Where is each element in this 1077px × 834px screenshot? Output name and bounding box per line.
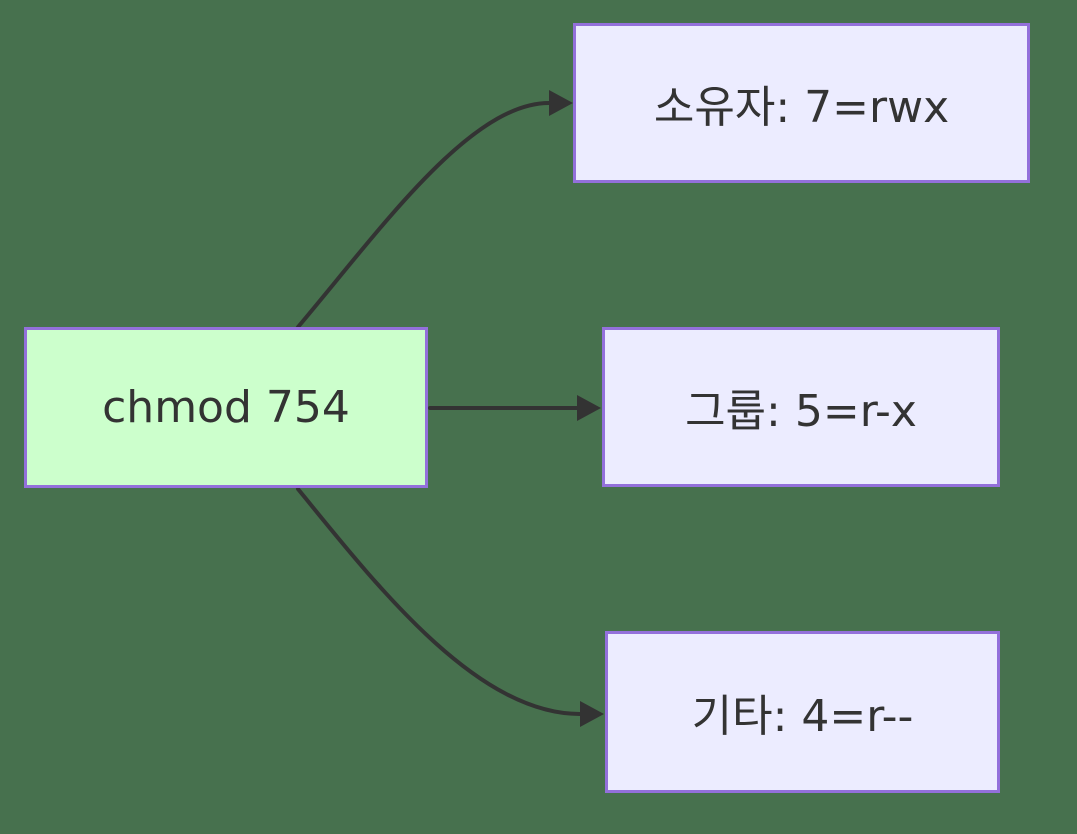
node-owner-permissions: 소유자: 7=rwx <box>573 23 1030 183</box>
edge-chmod-group <box>428 395 601 421</box>
edge-line <box>296 487 582 716</box>
edge-line <box>296 101 551 329</box>
node-chmod-754-label: chmod 754 <box>102 382 350 433</box>
node-group-permissions: 그룹: 5=r-x <box>602 327 1000 487</box>
node-others-permissions: 기타: 4=r-- <box>605 631 1000 793</box>
arrowhead-icon <box>580 701 604 727</box>
node-others-permissions-label: 기타: 4=r-- <box>691 691 914 742</box>
edge-chmod-others <box>296 487 604 727</box>
arrowhead-icon <box>577 395 601 421</box>
edge-chmod-owner <box>296 90 573 329</box>
node-chmod-754: chmod 754 <box>24 327 428 488</box>
node-owner-permissions-label: 소유자: 7=rwx <box>653 82 950 133</box>
arrowhead-icon <box>549 90 573 116</box>
node-group-permissions-label: 그룹: 5=r-x <box>685 386 917 437</box>
